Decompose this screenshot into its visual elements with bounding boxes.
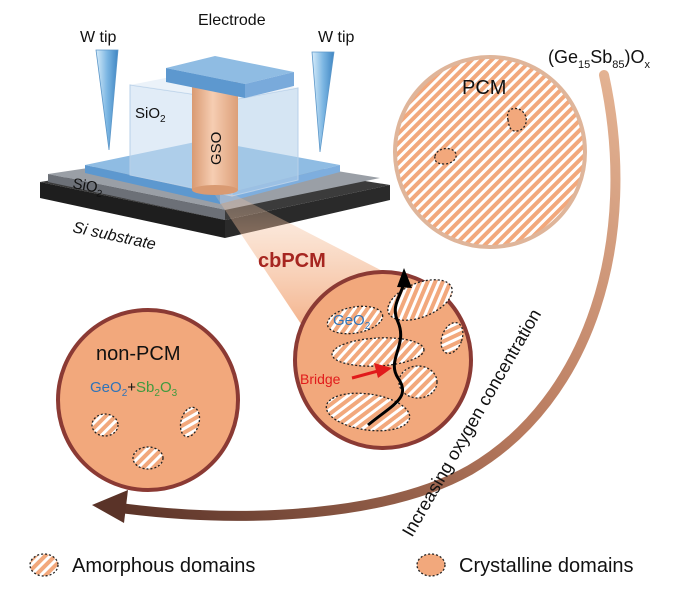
gso-label: GSO bbox=[208, 132, 225, 165]
cbpcm-geo2-label: GeO2 bbox=[333, 312, 371, 332]
bridge-pointer-head bbox=[374, 363, 392, 378]
top-electrode-top bbox=[166, 56, 294, 84]
electrode-label: Electrode bbox=[198, 12, 266, 29]
device-illustration bbox=[40, 49, 390, 238]
sio2-block-right bbox=[231, 87, 299, 197]
nonpcm-label: non-PCM bbox=[96, 343, 180, 365]
bottom-electrode-face bbox=[85, 165, 220, 204]
top-electrode-front bbox=[166, 68, 245, 98]
pcm-label: PCM bbox=[462, 77, 506, 99]
conduction-path bbox=[367, 281, 406, 427]
legend-amorphous-label: Amorphous domains bbox=[72, 555, 255, 577]
substrate-label: Si substrate bbox=[71, 219, 157, 253]
cbpcm-domain-6 bbox=[325, 392, 411, 432]
w-tip-left bbox=[95, 49, 119, 151]
legend-amorphous-swatch bbox=[29, 553, 59, 577]
legend: Amorphous domains Crystalline domains bbox=[29, 553, 634, 577]
cbpcm-domain-2 bbox=[326, 305, 384, 335]
sio2-lower-label: SiO2 bbox=[71, 175, 105, 200]
nonpcm-composition: GeO2+Sb2O3 bbox=[90, 379, 178, 399]
cbpcm-domain-5 bbox=[398, 365, 438, 399]
bridge-label: Bridge bbox=[300, 371, 341, 387]
legend-crystalline-swatch bbox=[416, 553, 446, 577]
pcm-circle: PCM bbox=[393, 55, 587, 249]
top-electrode-side bbox=[245, 72, 294, 98]
gso-pillar-bottom bbox=[192, 185, 238, 195]
nonpcm-circle: non-PCM GeO2+Sb2O3 bbox=[56, 308, 240, 492]
oxygen-gradient-arrow bbox=[115, 70, 621, 521]
cbpcm-domain-1 bbox=[387, 279, 453, 321]
gso-pillar bbox=[192, 82, 238, 190]
cbpcm-circle: GeO2 Bridge bbox=[293, 268, 473, 450]
w-tip-left-label: W tip bbox=[80, 29, 117, 46]
nonpcm-domain-2 bbox=[179, 406, 201, 438]
nonpcm-domain-3 bbox=[132, 446, 164, 470]
material-formula: (Ge15Sb85)Ox bbox=[548, 47, 651, 71]
cbpcm-label: cbPCM bbox=[258, 250, 326, 272]
legend-crystalline-label: Crystalline domains bbox=[459, 555, 634, 577]
pcm-crystalline-domain-2 bbox=[434, 147, 457, 165]
pcm-crystalline-domain-1 bbox=[506, 107, 527, 132]
si-substrate-left-face bbox=[40, 182, 225, 238]
bridge-pointer-line bbox=[351, 369, 379, 380]
w-tip-right-label: W tip bbox=[318, 29, 355, 46]
cbpcm-domain-4 bbox=[331, 337, 425, 367]
sio2-lower-face bbox=[48, 174, 225, 220]
w-tip-right bbox=[311, 51, 335, 153]
conduction-path-arrowhead bbox=[397, 268, 412, 288]
oxygen-arrow-head bbox=[92, 490, 128, 523]
cbpcm-domain-3 bbox=[440, 321, 464, 355]
sio2-upper-label: SiO2 bbox=[135, 105, 166, 125]
nonpcm-domain-1 bbox=[91, 413, 119, 437]
